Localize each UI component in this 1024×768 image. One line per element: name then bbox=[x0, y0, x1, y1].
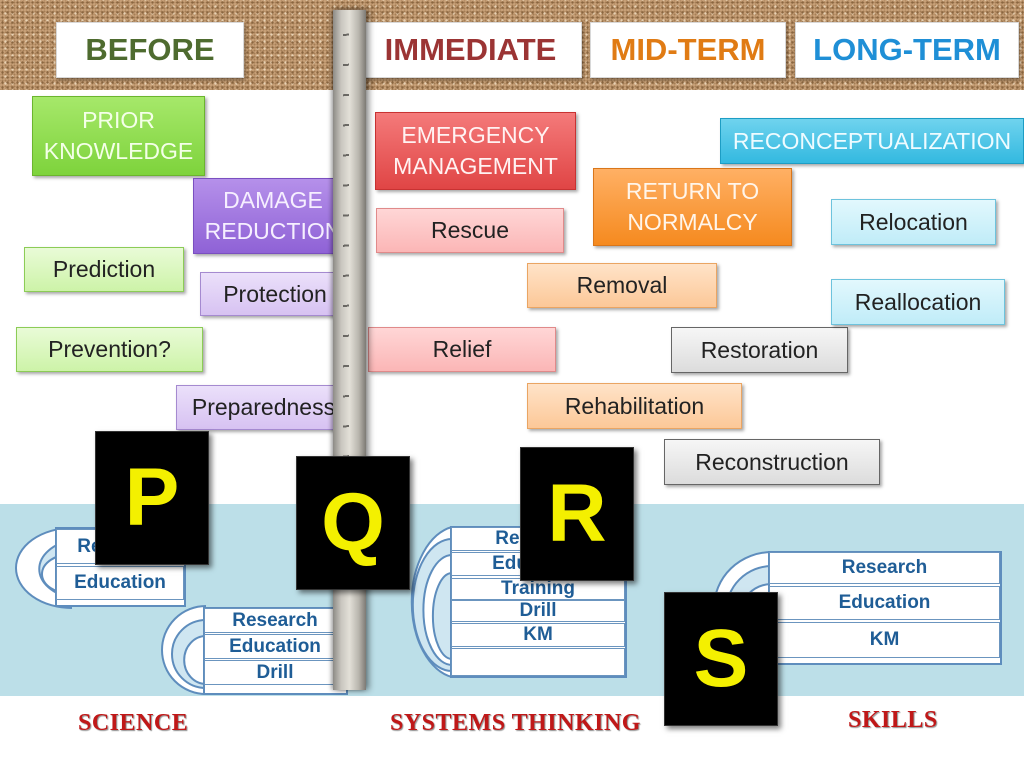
center-drill-layer: Drill bbox=[451, 600, 625, 622]
right-research-layer: Research bbox=[769, 552, 1000, 584]
center-training-layer: Training bbox=[451, 578, 625, 600]
letter-s-tile: S bbox=[664, 592, 778, 726]
reconceptualization-box: RECONCEPTUALIZATION bbox=[720, 118, 1024, 164]
left-bottom-drill-layer: Drill bbox=[204, 660, 346, 685]
center-blank-layer bbox=[451, 648, 625, 676]
letter-q-tile: Q bbox=[296, 456, 410, 590]
left-top-education-layer: Education bbox=[56, 566, 184, 600]
pillar-crack bbox=[343, 20, 349, 460]
letter-r-tile: R bbox=[520, 447, 634, 581]
preparedness-box: Preparedness bbox=[176, 385, 351, 430]
relief-box: Relief bbox=[368, 327, 556, 372]
protection-box: Protection bbox=[200, 272, 350, 316]
left-bottom-education-layer: Education bbox=[204, 634, 346, 659]
letter-p-tile: P bbox=[95, 431, 209, 565]
left-bottom-research-layer: Research bbox=[204, 608, 346, 633]
center-arc-graphic bbox=[410, 526, 453, 678]
footer-systems-thinking: SYSTEMS THINKING bbox=[390, 710, 641, 736]
left-bottom-arc-graphic bbox=[161, 605, 207, 695]
phase-before: BEFORE bbox=[56, 22, 244, 78]
right-education-layer: Education bbox=[769, 586, 1000, 620]
reallocation-box: Reallocation bbox=[831, 279, 1005, 325]
prevention-box: Prevention? bbox=[16, 327, 203, 372]
prediction-box: Prediction bbox=[24, 247, 184, 292]
damage-reduction-box: DAMAGE REDUCTION bbox=[193, 178, 353, 254]
footer-skills: SKILLS bbox=[848, 707, 938, 733]
restoration-box: Restoration bbox=[671, 327, 848, 373]
phase-immediate: IMMEDIATE bbox=[359, 22, 582, 78]
relocation-box: Relocation bbox=[831, 199, 996, 245]
rehabilitation-box: Rehabilitation bbox=[527, 383, 742, 429]
center-km-layer: KM bbox=[451, 623, 625, 647]
removal-box: Removal bbox=[527, 263, 717, 308]
reconstruction-box: Reconstruction bbox=[664, 439, 880, 485]
right-km-layer: KM bbox=[769, 622, 1000, 658]
phase-mid-term: MID-TERM bbox=[590, 22, 786, 78]
footer-science: SCIENCE bbox=[78, 710, 189, 736]
phase-long-term: LONG-TERM bbox=[795, 22, 1019, 78]
emergency-management-box: EMERGENCY MANAGEMENT bbox=[375, 112, 576, 190]
rescue-box: Rescue bbox=[376, 208, 564, 253]
return-to-normalcy-box: RETURN TO NORMALCY bbox=[593, 168, 792, 246]
prior-knowledge-box: PRIOR KNOWLEDGE bbox=[32, 96, 205, 176]
